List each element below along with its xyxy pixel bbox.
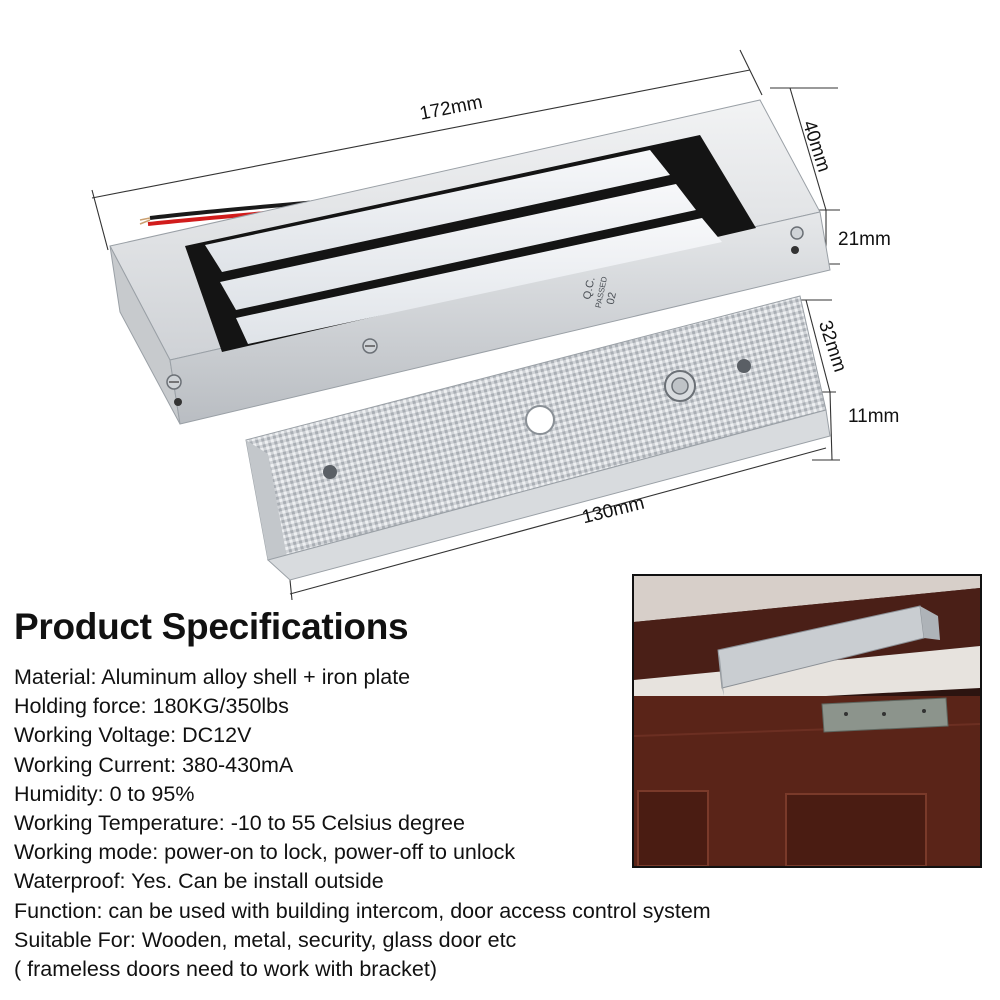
installation-photo [632,574,982,868]
spec-list: Material: Aluminum alloy shell + iron pl… [14,663,711,984]
spec-item: Function: can be used with building inte… [14,898,711,923]
spec-item: Humidity: 0 to 95% [14,781,195,806]
stamp-line3: 02 [605,291,619,305]
spec-item: Waterproof: Yes. Can be install outside [14,869,384,894]
spec-item: Suitable For: Wooden, metal, security, g… [14,927,517,952]
product-illustration: Q.C. PASSED 02 [91,49,840,600]
spec-item: Working Current: 380-430mA [14,752,294,777]
spec-item: Working Temperature: -10 to 55 Celsius d… [14,811,465,836]
spec-item: Material: Aluminum alloy shell + iron pl… [14,665,411,689]
dimension-height: 21mm [838,229,891,250]
spec-item: Holding force: 180KG/350lbs [14,694,289,719]
armature-plate [245,295,831,581]
spec-item: ( frameless doors need to work with brac… [14,957,437,982]
spec-item: Working mode: power-on to lock, power-of… [14,840,516,865]
dimension-plate-height: 11mm [848,406,900,427]
magnetic-lock-body: Q.C. PASSED 02 [109,99,831,425]
stamp-line1: Q.C. [581,276,597,301]
spec-title: Product Specifications [14,606,409,647]
spec-item: Working Voltage: DC12V [14,723,252,748]
